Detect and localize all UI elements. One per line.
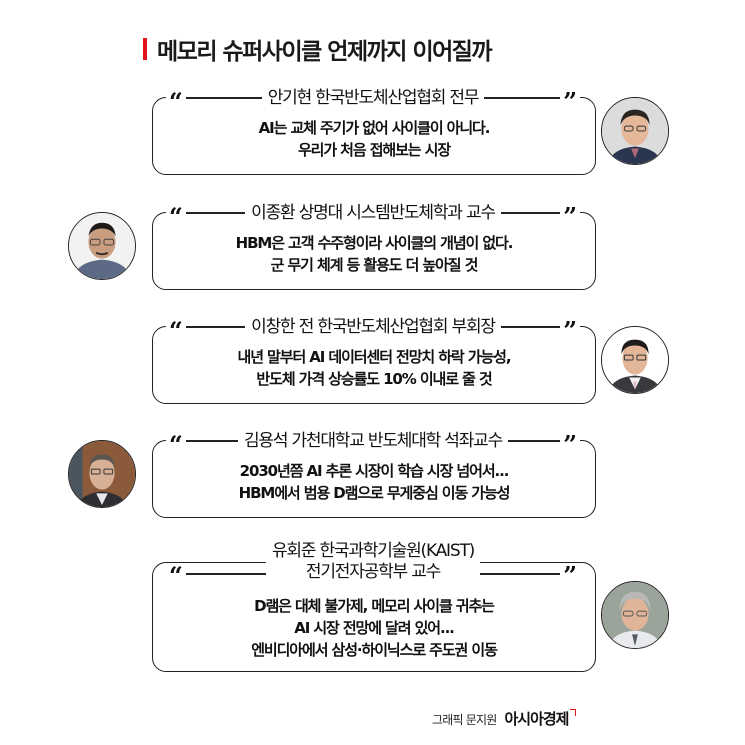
speaker-name: 유회준 한국과학기술원(KAIST) 전기전자공학부 교수 [265, 541, 481, 583]
quote-line: 반도체 가격 상승률도 10% 이내로 줄 것 [256, 370, 492, 388]
speaker-name: 이종환 상명대 시스템반도체학과 교수 [245, 203, 501, 223]
quote-header: “ 이종환 상명대 시스템반도체학과 교수 ” [166, 203, 580, 229]
quote-text: HBM은 고객 수주형이라 사이클의 개념이 없다. 군 무기 체계 등 활용도… [152, 232, 596, 276]
quote-box [152, 326, 596, 404]
close-quote-icon: ” [560, 433, 580, 457]
speaker-name: 김용석 가천대학교 반도체대학 석좌교수 [237, 431, 509, 451]
quote-line: D램은 대체 불가제, 메모리 사이클 귀추는 [254, 597, 495, 615]
quote-header: “ 김용석 가천대학교 반도체대학 석좌교수 ” [166, 431, 580, 457]
graphic-credit: 그래픽 문지원 [432, 713, 497, 727]
quote-line: HBM에서 범용 D램으로 무게중심 이동 가능성 [238, 484, 511, 502]
brand-logo: 아시아경제 [504, 710, 569, 728]
speaker-photo [68, 440, 136, 508]
quote-line: 군 무기 체계 등 활용도 더 높아질 것 [270, 256, 479, 274]
close-quote-icon: ” [560, 205, 580, 229]
portrait-icon [69, 213, 135, 279]
quote-text: 내년 말부터 AI 데이터센터 전망치 하락 가능성, 반도체 가격 상승률도 … [152, 346, 596, 390]
quote-header: “ 유회준 한국과학기술원(KAIST) 전기전자공학부 교수 ” [166, 540, 581, 588]
portrait-icon [69, 441, 135, 507]
quote-line: 2030년쯤 AI 추론 시장이 학습 시장 넘어서... [239, 462, 510, 480]
page-title: 메모리 슈퍼사이클 언제까지 이어질까 [143, 34, 493, 65]
quote-line: HBM은 고객 수주형이라 사이클의 개념이 없다. [235, 234, 514, 252]
divider [185, 573, 266, 575]
quote-text: AI는 교체 주기가 없어 사이클이 아니다. 우리가 처음 접해보는 시장 [152, 117, 596, 161]
close-quote-icon: ” [560, 90, 581, 114]
open-quote-icon: “ [166, 433, 186, 457]
divider [508, 440, 561, 442]
quote-line: 엔비디아에서 삼성·하이닉스로 주도권 이동 [251, 641, 498, 659]
portrait-icon [602, 327, 668, 393]
speaker-name: 안기현 한국반도체산업협회 전무 [261, 88, 485, 108]
divider [185, 440, 238, 442]
quote-line: AI 시장 전망에 달려 있어... [294, 619, 455, 637]
speaker-photo [601, 581, 669, 649]
open-quote-icon: “ [166, 90, 186, 114]
portrait-icon [602, 98, 668, 164]
quote-line: 내년 말부터 AI 데이터센터 전망치 하락 가능성, [237, 348, 512, 366]
divider [484, 97, 561, 99]
close-quote-icon: ” [560, 564, 581, 588]
title-accent-bar [143, 38, 147, 60]
quote-header: “ 안기현 한국반도체산업협회 전무 ” [166, 88, 581, 114]
open-quote-icon: “ [166, 205, 186, 229]
speaker-name-line: 유회준 한국과학기술원(KAIST) [271, 541, 475, 561]
open-quote-icon: “ [166, 564, 186, 588]
title-text: 메모리 슈퍼사이클 언제까지 이어질까 [157, 39, 493, 65]
divider [480, 573, 561, 575]
credit: 그래픽 문지원 아시아경제 [432, 708, 577, 729]
divider [185, 326, 246, 328]
quote-line: 우리가 처음 접해보는 시장 [297, 141, 451, 159]
quote-text: 2030년쯤 AI 추론 시장이 학습 시장 넘어서... HBM에서 범용 D… [152, 460, 596, 504]
divider [500, 212, 561, 214]
speaker-name-line: 전기전자공학부 교수 [305, 562, 441, 582]
quote-line: AI는 교체 주기가 없어 사이클이 아니다. [258, 119, 491, 137]
quote-header: “ 이창한 전 한국반도체산업협회 부회장 ” [166, 317, 580, 343]
speaker-photo [601, 97, 669, 165]
speaker-photo [68, 212, 136, 280]
close-quote-icon: ” [560, 319, 580, 343]
quote-text: D램은 대체 불가제, 메모리 사이클 귀추는 AI 시장 전망에 달려 있어.… [152, 595, 596, 661]
speaker-photo [601, 326, 669, 394]
portrait-icon [602, 582, 668, 648]
divider [185, 97, 262, 99]
quote-box [152, 440, 596, 518]
divider [500, 326, 561, 328]
divider [185, 212, 246, 214]
quote-box [152, 212, 596, 290]
speaker-name: 이창한 전 한국반도체산업협회 부회장 [245, 317, 501, 337]
brand-mark-icon [570, 709, 577, 716]
open-quote-icon: “ [166, 319, 186, 343]
